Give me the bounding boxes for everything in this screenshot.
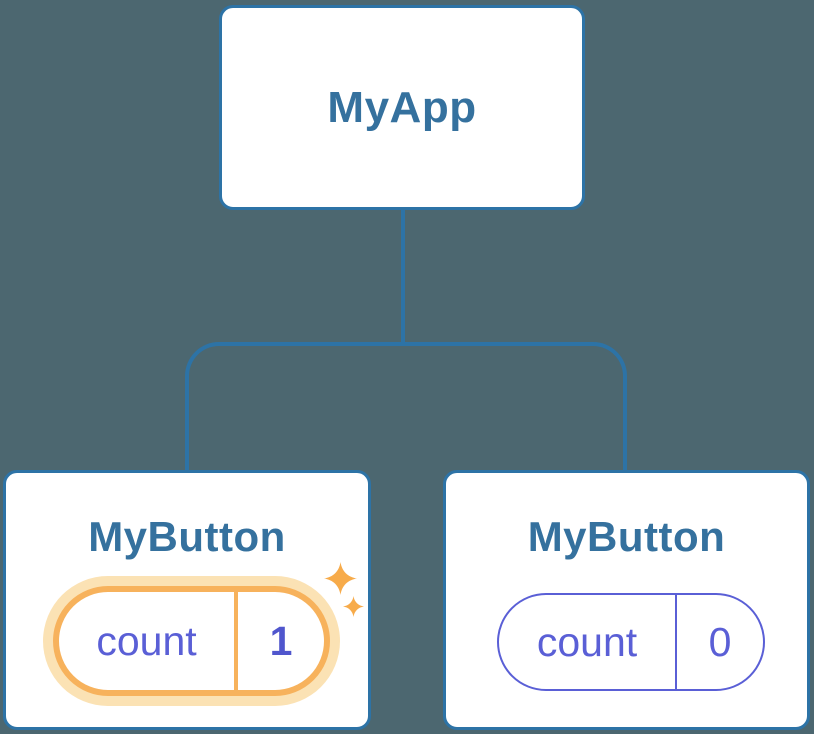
- tree-node-mybutton-2: MyButton count 0: [443, 470, 810, 730]
- node-title-myapp: MyApp: [327, 82, 477, 132]
- state-value: 1: [269, 617, 293, 664]
- tree-node-mybutton-1: MyButton count 1: [3, 470, 371, 730]
- node-title-mybutton-1: MyButton: [88, 513, 286, 560]
- connector-root-stem: [401, 209, 405, 344]
- state-pill-normal: count 0: [497, 593, 765, 691]
- state-key-section: count: [59, 592, 234, 690]
- state-key-label: count: [536, 618, 638, 665]
- state-key-label: count: [96, 617, 197, 664]
- state-pill-highlighted: count 1: [53, 586, 330, 696]
- state-value: 0: [708, 618, 732, 665]
- connector-bracket: [185, 342, 627, 470]
- sparkle-icon-small: [343, 596, 364, 617]
- tree-node-myapp: MyApp: [219, 5, 585, 210]
- node-title-mybutton-2: MyButton: [527, 513, 726, 560]
- state-value-section: 1: [238, 592, 324, 690]
- sparkle-icon-large: [324, 562, 357, 595]
- pill-divider: [234, 592, 238, 690]
- pill-divider: [675, 595, 677, 689]
- state-key-section: count: [499, 595, 675, 689]
- state-value-section: 0: [677, 595, 763, 689]
